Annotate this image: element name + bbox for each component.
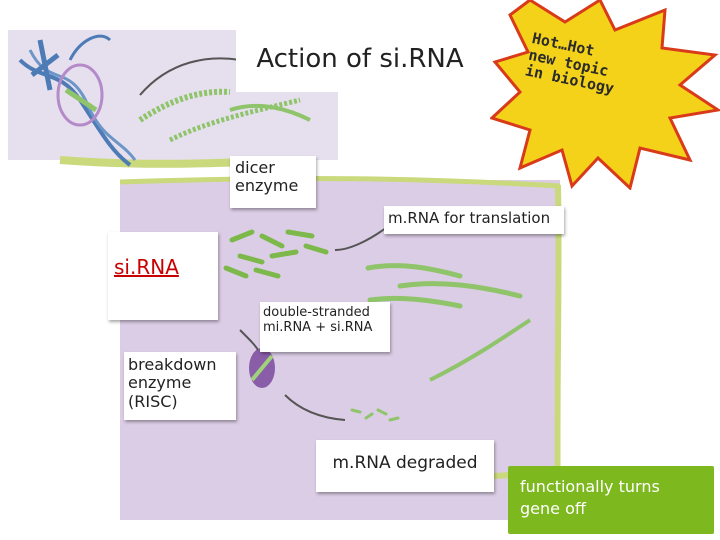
callout-line-2: gene off [520, 498, 586, 518]
arrow-degrade [284, 394, 346, 421]
callout-line-1: functionally turns [520, 477, 660, 496]
dicer-enzyme-label: dicer enzyme [230, 156, 316, 208]
ribosome-strand [429, 318, 532, 382]
sirna-text: si.RNA [114, 255, 179, 279]
sirna-fragments [223, 229, 329, 279]
hairpin-rna-2 [168, 97, 301, 143]
mrna-degraded-text: m.RNA degraded [332, 453, 478, 473]
starburst-shape [490, 0, 720, 190]
breakdown-line-1: breakdown [128, 355, 217, 374]
hairpin-rna-1 [138, 88, 231, 123]
dna-helix-icon [18, 34, 137, 167]
page-title: Action of si.RNA [236, 26, 484, 92]
double-stranded-line-1: double-stranded [263, 305, 370, 320]
dicer-line-2: enzyme [235, 176, 299, 196]
double-stranded-label: double-stranded mi.RNA + si.RNA [260, 302, 390, 352]
breakdown-line-3: (RISC) [128, 391, 178, 411]
mrna-strands [365, 263, 523, 309]
mrna-translation-text: m.RNA for translation [388, 209, 551, 227]
risc-complex-icon [249, 348, 275, 388]
breakdown-enzyme-label: breakdown enzyme (RISC) [124, 352, 236, 420]
dicer-line-1: dicer [235, 158, 275, 177]
arrow-nucleus [139, 57, 241, 96]
arrow-risc [239, 329, 259, 351]
hot-topic-starburst [490, 0, 720, 190]
sirna-label: si.RNA [108, 232, 218, 320]
cell-membrane-top [119, 176, 561, 189]
breakdown-line-2: enzyme [128, 373, 192, 393]
double-stranded-line-2: mi.RNA + si.RNA [263, 319, 373, 335]
mrna-degraded-label: m.RNA degraded [316, 440, 494, 492]
gene-off-callout: functionally turns gene off [508, 466, 714, 534]
hairpin-rna-3 [229, 103, 311, 122]
degraded-fragments [350, 408, 400, 422]
mrna-translation-label: m.RNA for translation [384, 206, 564, 234]
